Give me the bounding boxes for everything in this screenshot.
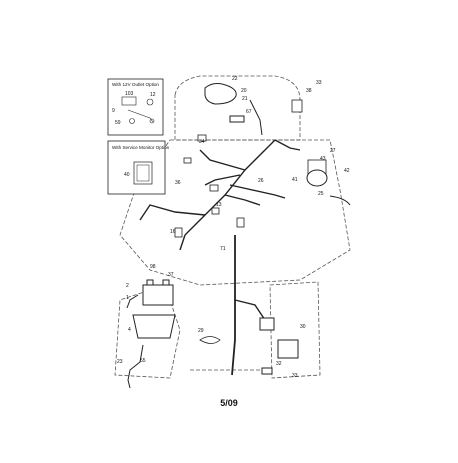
callout-33-top: 33: [316, 80, 322, 86]
callout-33-bottom: 33: [292, 373, 298, 379]
callout-16: 16: [170, 229, 176, 235]
coil-connector: [306, 169, 351, 206]
connectors: [174, 99, 327, 238]
callout-20: 20: [241, 88, 247, 94]
callout-30: 30: [300, 324, 306, 330]
callout-2: 2: [126, 283, 129, 289]
callout-43: 43: [320, 156, 326, 162]
callout-12: 12: [150, 92, 156, 98]
callout-36: 36: [175, 180, 181, 186]
callout-21: 21: [242, 96, 248, 102]
callout-4: 4: [128, 327, 131, 333]
callout-27: 27: [330, 148, 336, 154]
callouts: 22 20 21 67 33 38 34 27 36 41 43 42 25 1…: [117, 76, 350, 379]
callout-103: 103: [125, 91, 134, 97]
callout-41: 41: [292, 177, 298, 183]
callout-37: 37: [168, 272, 174, 278]
callout-13: 13: [216, 202, 222, 208]
callout-25: 25: [318, 191, 324, 197]
callout-23: 23: [117, 359, 123, 365]
solenoid: [259, 317, 299, 375]
callout-71: 71: [220, 246, 226, 252]
callout-55: 55: [140, 358, 146, 364]
inset-12v-title: With 12V Outlet Option: [112, 82, 159, 87]
callout-67: 67: [246, 109, 252, 115]
callout-26: 26: [258, 178, 264, 184]
callout-42: 42: [344, 168, 350, 174]
inset-12v-outlet: With 12V Outlet Option 103 12 9 59: [107, 78, 164, 136]
wiring-harness: [139, 99, 301, 376]
callout-38: 38: [306, 88, 312, 94]
callout-29: 29: [198, 328, 204, 334]
callout-40-inset: 40: [124, 172, 130, 178]
inset-service-title: With Service Monitor Option: [112, 145, 170, 150]
key-switch-harness: [204, 83, 245, 123]
fuse-holder: [199, 336, 221, 344]
callout-1: 1: [126, 295, 129, 301]
callout-9: 9: [112, 108, 115, 114]
battery-cable: [126, 294, 144, 389]
inset-service-monitor: With Service Monitor Option 40: [107, 140, 170, 195]
callout-98: 98: [150, 264, 156, 270]
battery: [132, 279, 176, 339]
callout-59: 59: [115, 120, 121, 126]
callout-32: 32: [276, 361, 282, 367]
callout-34: 34: [199, 139, 205, 145]
page-label: 5/09: [220, 398, 238, 408]
callout-22: 22: [232, 76, 238, 82]
